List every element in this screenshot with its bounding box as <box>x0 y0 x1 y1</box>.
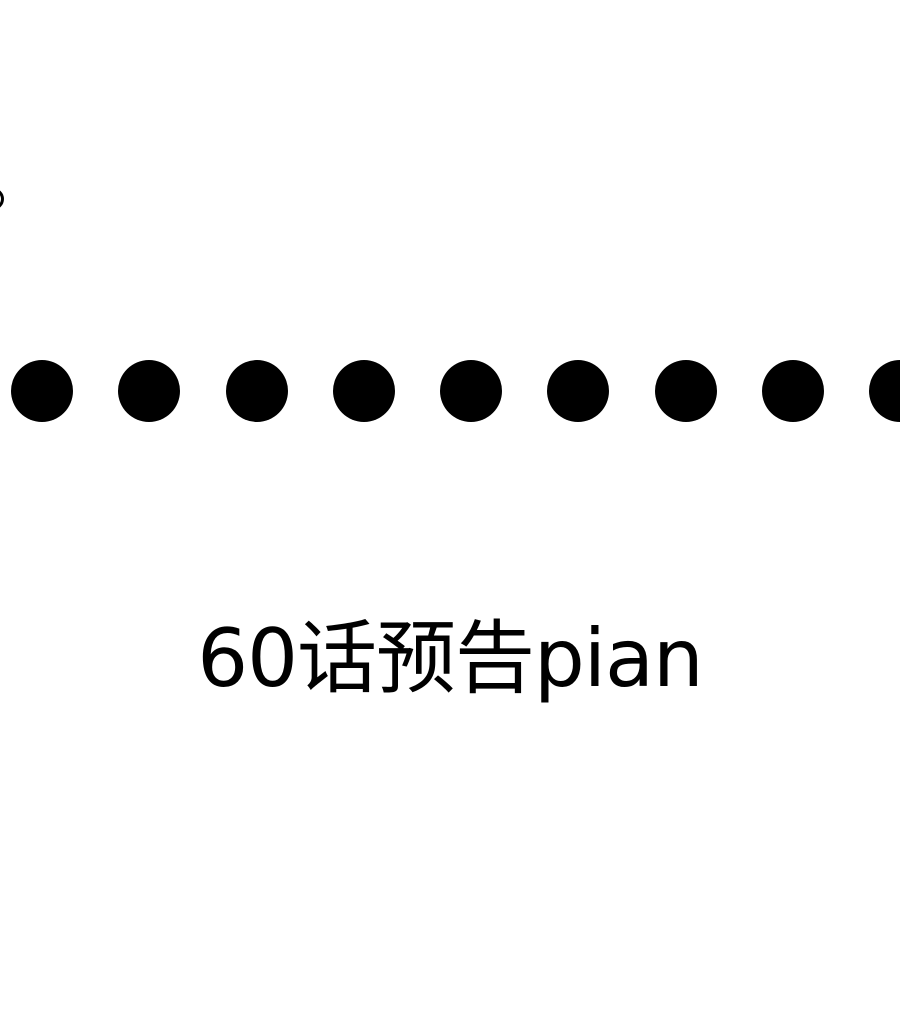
divider-dot <box>547 360 609 422</box>
divider-dot <box>762 360 824 422</box>
divider-dot <box>869 360 900 422</box>
divider-dot <box>118 360 180 422</box>
divider-dot <box>333 360 395 422</box>
episode-preview-caption: 60话预告pian <box>197 612 704 705</box>
edge-fragment <box>0 188 4 210</box>
divider-dot <box>655 360 717 422</box>
divider-dot <box>11 360 73 422</box>
divider-dot <box>440 360 502 422</box>
divider-dot <box>226 360 288 422</box>
